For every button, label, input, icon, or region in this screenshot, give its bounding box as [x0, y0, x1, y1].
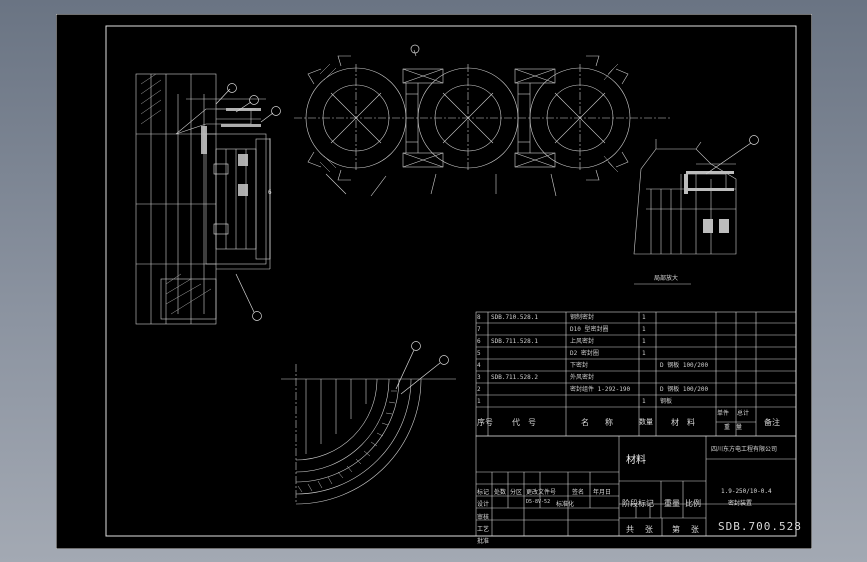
revision-label: 分区	[510, 489, 523, 496]
bom-cell-name: 上风密封	[570, 338, 595, 345]
role-label: 工艺	[477, 526, 490, 533]
bom-header-name: 名称	[581, 418, 629, 427]
bom-cell-material: D 钢板 100/200	[660, 386, 709, 393]
bom-cell-no: 2	[477, 386, 481, 393]
weight-label: 重量	[664, 499, 680, 508]
drawing-title-line2: 密封装置	[728, 500, 753, 507]
top-ring-view	[294, 49, 671, 197]
left-view-hatch	[201, 108, 261, 196]
detail-label: 局部放大	[654, 274, 678, 282]
bom-cell-no: 3	[477, 374, 481, 381]
bom-row: 6 SDB.711.528.1 上风密封 1	[476, 336, 796, 348]
bom-row: 7 D10 型密封圈 1	[476, 324, 796, 336]
bom-row: 3 SDB.711.528.2 外风密封	[476, 372, 796, 384]
bom-cell-code: SDB.710.528.1	[491, 314, 538, 321]
revision-label: 签名	[572, 489, 585, 496]
bom-cell-material: D 钢板 100/200	[660, 362, 709, 369]
bom-cell-qty: 1	[642, 326, 646, 333]
left-section-view	[135, 73, 271, 325]
revision-label: 标记	[477, 489, 490, 496]
bom-header-note: 备注	[764, 418, 780, 427]
bom-row: 4 下密封 D 钢板 100/200	[476, 360, 796, 372]
right-detail-view	[633, 139, 737, 285]
bom-header-no: 序号	[477, 418, 493, 427]
left-view-hatch-lines	[140, 73, 212, 315]
bom-header-weight-total: 总计	[737, 410, 750, 417]
bottom-arc-view	[281, 364, 456, 505]
bom-header-material: 材料	[671, 418, 703, 427]
bom-row: 5 D2 密封圈 1	[476, 348, 796, 360]
bom-header-code: 代号	[512, 418, 544, 427]
bom-cell-no: 1	[477, 398, 481, 405]
title-block: 材料 四川东方电工程有限公司 1.9-250/10-0.4 密封装置 SDB.7…	[476, 436, 801, 545]
bom-cell-material: 钢板	[660, 398, 673, 405]
left-view-leaders	[215, 83, 281, 321]
stage-mark: 阶段标记	[622, 499, 654, 508]
right-detail-fill	[684, 171, 734, 233]
bom-row: 8 SDB.710.528.1 钢制密封 1	[476, 312, 796, 324]
bom-header-weight: 重量	[724, 424, 749, 431]
bom-row: 2 密封组件 1-292-190 D 钢板 100/200	[476, 384, 796, 396]
right-detail-leaders	[705, 135, 759, 175]
role-label: 批准	[477, 538, 490, 545]
bom-cell-no: 5	[477, 350, 481, 357]
role-label: 审核	[477, 514, 490, 521]
bom-cell-name: 钢制密封	[570, 314, 595, 321]
bom-cell-name: 外风密封	[570, 374, 595, 381]
bom-cell-name: 下密封	[570, 362, 589, 369]
title-block-lines	[475, 435, 797, 537]
drawing-canvas[interactable]: 6	[56, 14, 812, 549]
bom-header-weight-single: 单件	[717, 410, 730, 417]
bom-row: 1 1 钢板	[476, 396, 796, 408]
revision-label: 更改文件号	[526, 489, 557, 496]
bom-cell-no: 8	[477, 314, 481, 321]
role-label: 设计	[477, 501, 490, 508]
top-ring-hatch	[319, 63, 619, 173]
bottom-arc-teeth	[297, 390, 397, 493]
bom-cell-qty: 1	[642, 398, 646, 405]
company-name: 四川东方电工程有限公司	[711, 446, 778, 453]
sheets-total: 共 张	[626, 525, 656, 534]
bom-cell-qty: 1	[642, 350, 646, 357]
bom-cell-qty: 1	[642, 338, 646, 345]
bom-cell-name: D2 密封圈	[570, 350, 599, 357]
scale-label: 比例	[685, 499, 701, 508]
bom-header-qty: 数量	[639, 418, 653, 426]
role-label: 标准化	[556, 501, 575, 508]
drawing-sheet: 6	[56, 14, 812, 549]
drawing-title-line1: 1.9-250/10-0.4	[721, 488, 772, 495]
revision-label: 年月日	[593, 489, 612, 496]
bom-cell-no: 7	[477, 326, 481, 333]
bom-cell-code: SDB.711.528.1	[491, 338, 538, 345]
revision-label: 处数	[494, 489, 507, 496]
bom-cell-no: 6	[477, 338, 481, 345]
top-ring-leaders	[410, 44, 420, 54]
role-labels: 设计 标准化审核工艺批准	[476, 498, 574, 545]
drawing-number: SDB.700.528	[718, 520, 802, 533]
bom-cell-name: 密封组件 1-292-190	[570, 386, 631, 393]
bottom-arc-leaders	[395, 341, 449, 395]
bom-cell-code: SDB.711.528.2	[491, 374, 538, 381]
bom-cell-name: D10 型密封圈	[570, 326, 609, 333]
revision-labels: 标记处数分区更改文件号 签名 年月日	[476, 486, 619, 498]
sheet-no: 第 张	[672, 525, 702, 534]
material-cell: 材料	[626, 455, 646, 466]
bom-table-lines	[475, 311, 797, 437]
bom-cell-no: 4	[477, 362, 481, 369]
inner-frame	[105, 25, 797, 537]
bom-cell-qty: 1	[642, 314, 646, 321]
design-signature: D5-8V-52	[526, 499, 551, 505]
bom-header: 序号 代号 名称 数量 材料 单件 总计 重量 备注	[476, 407, 796, 436]
dim-mark: 6	[268, 189, 272, 196]
